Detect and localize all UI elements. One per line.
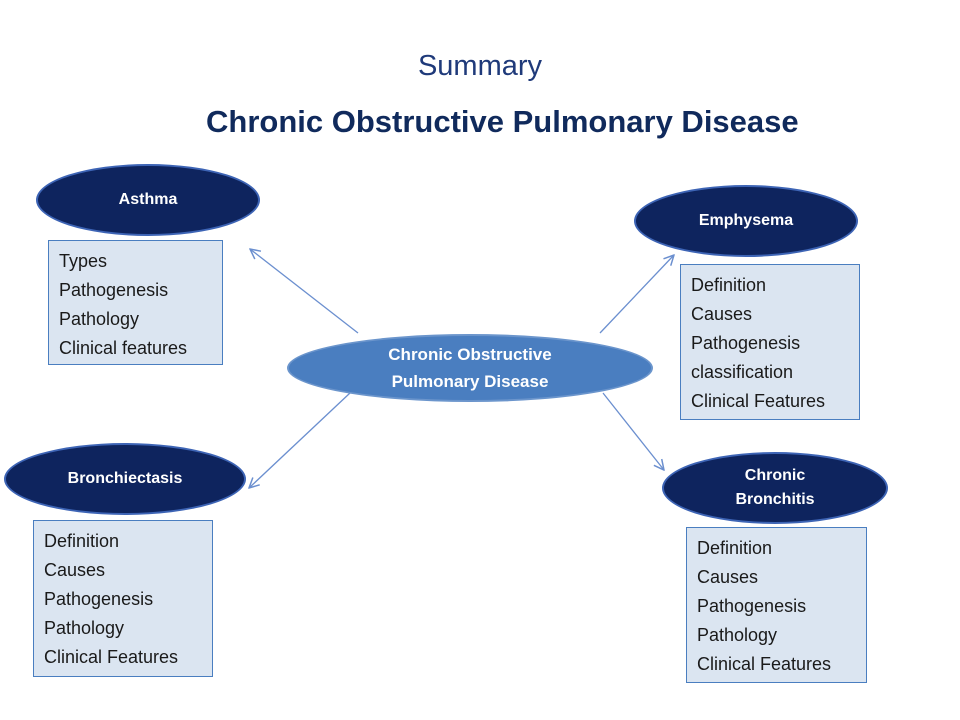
node-asthma: Asthma [36,164,260,236]
node-chronic-bronchitis: Chronic Bronchitis [662,452,888,524]
list-item: Pathogenesis [44,589,154,609]
list-item: Definition [44,531,120,551]
box-chronic-bronchitis: Definition Causes Pathogenesis Pathology… [686,527,867,683]
list-item: Types [59,251,108,271]
center-node-line2: Pulmonary Disease [391,372,549,391]
list-item: Pathology [59,309,140,329]
list-item: Definition [697,538,773,558]
list-item: Pathogenesis [691,333,801,353]
list-item: Pathogenesis [697,596,807,616]
node-asthma-label: Asthma [118,191,178,208]
list-item: Clinical Features [44,647,179,667]
node-bronchiectasis: Bronchiectasis [4,443,246,515]
list-item: Pathology [44,618,125,638]
arrow-to-chronic-bronchitis [602,392,664,470]
list-item: Clinical Features [697,654,832,674]
box-emphysema: Definition Causes Pathogenesis classific… [680,264,860,420]
list-item: classification [691,362,794,382]
node-chronic-bronchitis-line2: Bronchitis [735,491,815,508]
list-item: Causes [44,560,106,580]
box-asthma: Types Pathogenesis Pathology Clinical fe… [48,240,223,365]
center-node-line1: Chronic Obstructive [388,344,552,364]
node-emphysema: Emphysema [634,185,858,257]
list-item: Clinical Features [691,391,826,411]
slide-title: Summary [417,50,543,82]
list-item: Causes [691,304,753,324]
list-item: Definition [691,275,767,295]
slide-subtitle: Chronic Obstructive Pulmonary Disease [206,104,799,139]
arrow-to-asthma [250,249,359,334]
list-item: Clinical features [59,338,188,358]
list-item: Pathology [697,625,778,645]
list-item: Pathogenesis [59,280,169,300]
arrow-to-emphysema [599,255,674,334]
node-bronchiectasis-label: Bronchiectasis [67,470,183,487]
box-bronchiectasis: Definition Causes Pathogenesis Pathology… [33,520,213,677]
node-emphysema-label: Emphysema [698,212,794,229]
node-chronic-bronchitis-line1: Chronic [744,467,806,484]
center-node-copd: Chronic Obstructive Pulmonary Disease [287,334,653,402]
list-item: Causes [697,567,759,587]
arrow-to-bronchiectasis [249,392,351,488]
